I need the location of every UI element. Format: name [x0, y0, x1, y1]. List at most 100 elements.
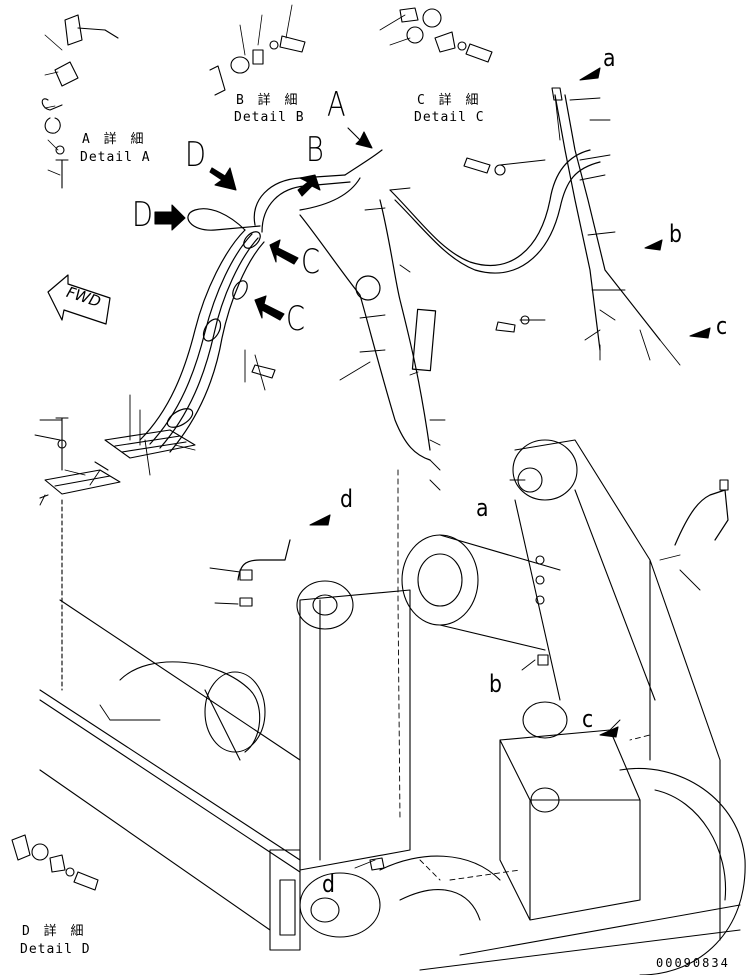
link-top-boss-hole	[312, 594, 338, 616]
detail-d-bolt	[73, 871, 99, 891]
detail-a-clip	[54, 61, 79, 87]
part-leaders-right	[499, 97, 681, 366]
detail-a-parts	[41, 14, 119, 189]
detail-b-clip	[209, 65, 226, 96]
left-cylinder-end	[204, 671, 266, 753]
view-label-d-top: D	[185, 135, 206, 175]
detail-d-clip	[11, 834, 31, 861]
bottom-frame	[379, 855, 741, 971]
hose-top-run-2	[299, 177, 361, 211]
hose-right-drop-1	[554, 94, 601, 351]
dashed-guide-3	[419, 859, 521, 881]
detail-b-spacer	[252, 49, 264, 65]
view-label-a: A	[327, 85, 346, 125]
detail-a-screw	[104, 29, 119, 39]
guide-a	[509, 94, 561, 481]
arrow-fitting-c2	[599, 726, 619, 738]
detail-a-bolt	[55, 159, 69, 189]
guide-b	[521, 659, 536, 671]
detail-c-washer	[457, 41, 467, 51]
fitting-top-b	[719, 479, 729, 491]
hose-right-drop-2	[564, 94, 661, 341]
left-manifold	[39, 417, 196, 691]
manifold-washer	[57, 439, 67, 449]
lower-bracket	[499, 729, 641, 921]
detail-a-caption-jp: A 詳 細	[82, 132, 147, 147]
detail-b-clamp	[230, 56, 250, 74]
right-arm	[514, 439, 721, 941]
washer-center-right	[494, 164, 506, 176]
conn-letter-d-mid: d	[340, 485, 353, 513]
washer-right-mid	[520, 315, 530, 325]
detail-a-clamp-1	[41, 98, 63, 111]
hose-right-run-2	[394, 161, 601, 274]
link-bottom-boss-hole	[310, 897, 340, 923]
hose-lower-left	[237, 539, 291, 581]
left-cylinder	[119, 661, 261, 761]
right-arm-top-boss	[512, 439, 578, 501]
detail-d-clamp	[31, 843, 49, 861]
detail-b-washer	[269, 40, 279, 50]
detail-c-bolt	[465, 43, 493, 63]
hose-right-run-1	[389, 149, 591, 266]
hose-harness	[139, 94, 729, 581]
guide-d	[354, 859, 376, 869]
hose-bundle-left-2	[149, 233, 253, 445]
center-link	[299, 589, 411, 871]
bolt-center-left	[251, 364, 276, 379]
detail-c-caption-en: Detail C	[414, 110, 485, 125]
part-leaders-lower	[99, 349, 701, 721]
detail-b-caption-jp: B 詳 細	[236, 93, 301, 108]
detail-b-parts	[209, 4, 306, 96]
arrow-b	[297, 174, 321, 197]
bottom-plate	[269, 849, 301, 951]
fitting-d-lower	[369, 857, 385, 871]
arrow-d-left	[154, 204, 186, 231]
manifold-fitting	[39, 461, 109, 499]
view-label-c-lower: C	[286, 299, 305, 339]
drawing-code: 00090834	[656, 956, 730, 970]
connection-guides	[34, 94, 701, 881]
detail-c-clamp-2	[422, 8, 442, 28]
conn-letter-c-lower: c	[582, 705, 594, 733]
fittings	[239, 87, 729, 871]
mid-cylinder-inner	[417, 553, 463, 607]
arrow-c-upper	[269, 239, 299, 265]
right-arm-mid-boss	[522, 701, 568, 739]
manifold-bolt-1	[55, 417, 69, 471]
center-clamp	[355, 275, 381, 301]
bottom-drum	[619, 768, 746, 975]
hose-top-run-1	[344, 149, 383, 176]
detail-b-leaders	[239, 4, 293, 56]
detail-a-washer	[55, 145, 65, 155]
detail-c-caption-jp: C 詳 細	[417, 93, 482, 108]
view-label-d-left: D	[132, 195, 153, 235]
detail-c-parts	[379, 7, 493, 63]
conn-letter-a-top: a	[603, 44, 616, 72]
hose-bundle-left-4	[169, 241, 265, 453]
dashed-guide-1	[397, 469, 401, 821]
conn-letter-b-lower: b	[489, 670, 502, 698]
bolt-right-mid	[495, 321, 516, 333]
arrow-a	[347, 127, 373, 149]
detail-a-bracket	[64, 14, 106, 46]
clamp-left-2	[202, 318, 222, 342]
right-arm-hole-1	[535, 555, 545, 565]
conn-letter-d-lower: d	[322, 870, 335, 898]
arrow-fitting-b	[644, 239, 663, 251]
detail-a-leaders	[44, 34, 63, 176]
detail-d-plate	[49, 854, 66, 873]
left-beam	[39, 599, 301, 931]
fitting-top-a	[551, 87, 563, 101]
detail-c-plate	[434, 31, 456, 53]
bolt-center-right	[463, 157, 491, 174]
clamp-left-1	[166, 408, 194, 428]
arrow-d-top	[209, 167, 237, 191]
hose-center-drop-1	[379, 199, 431, 451]
clamp-left-3	[232, 280, 248, 300]
view-label-c-upper: C	[301, 242, 320, 282]
arrow-fitting-d	[309, 514, 331, 526]
manifold-plate-upper	[104, 429, 196, 459]
arrow-fitting-a	[579, 67, 601, 81]
hose-bundle-left-1	[139, 229, 246, 441]
